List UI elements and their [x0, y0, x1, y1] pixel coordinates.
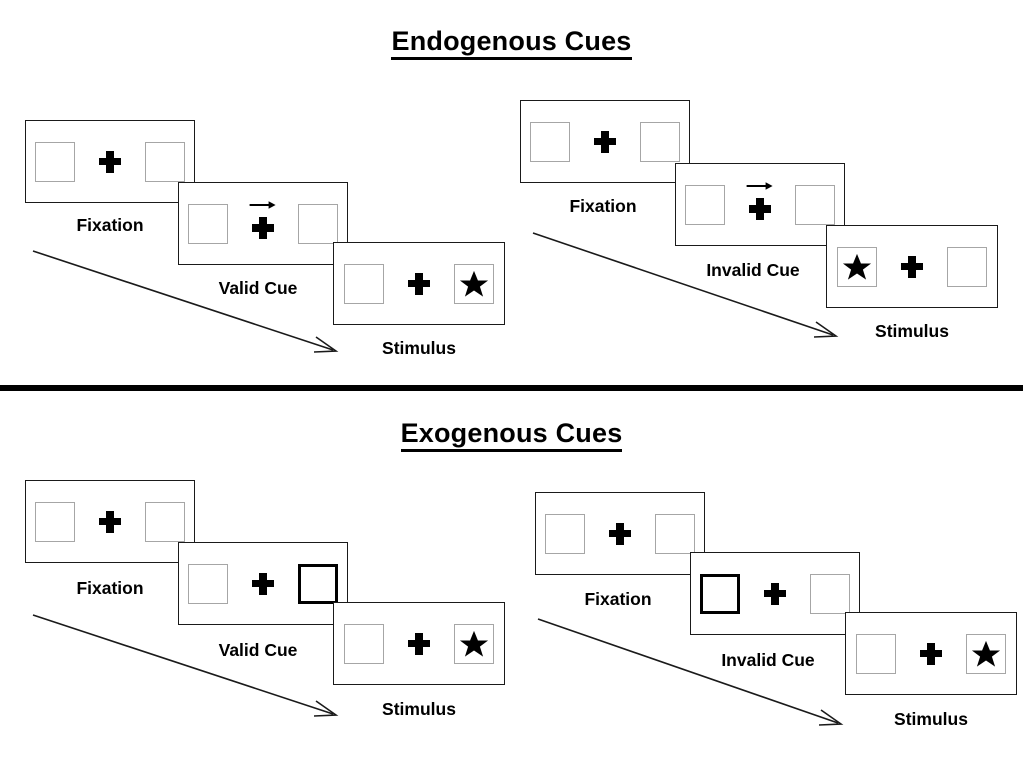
panel-label-stimulus: Stimulus: [382, 338, 456, 358]
trial-panel-fixation[interactable]: [25, 480, 195, 563]
fixation-cross-wrap: [895, 244, 929, 290]
time-arrow-icon-exogenous-valid: [32, 614, 339, 717]
stimulus-box-right: [655, 513, 695, 554]
panel-label-fixation: Fixation: [584, 589, 652, 609]
trial-panel-invalid-cue[interactable]: [675, 163, 845, 246]
stimulus-box-right: [947, 246, 987, 287]
stimulus-box-right: [966, 633, 1006, 674]
stimulus-box-right: [145, 141, 185, 182]
panel-label-valid-cue: Valid Cue: [218, 278, 298, 298]
star-icon: [971, 640, 1001, 667]
section-title-text: Endogenous Cues: [391, 26, 632, 60]
trial-panel-valid-cue[interactable]: [178, 182, 348, 265]
time-arrow-icon-endogenous-valid: [32, 250, 339, 353]
fixation-cross-wrap: [93, 139, 127, 185]
fixation-cross-wrap: [246, 200, 280, 247]
plus-cross-icon: [764, 582, 786, 605]
stimulus-box-left: [188, 563, 228, 604]
star-icon: [842, 253, 872, 280]
panel-label-stimulus: Stimulus: [894, 709, 968, 729]
trial-panel-fixation[interactable]: [520, 100, 690, 183]
plus-cross-icon: [252, 572, 274, 595]
section-title-exogenous: Exogenous Cues: [0, 418, 1023, 452]
plus-cross-icon: [99, 150, 121, 173]
stimulus-box-left: [188, 203, 228, 244]
stimulus-box-left: [344, 623, 384, 664]
panel-label-fixation: Fixation: [76, 215, 144, 235]
fixation-cross-wrap: [743, 181, 777, 228]
stimulus-box-right: [810, 573, 850, 614]
stimulus-box-right: [454, 623, 494, 664]
stimulus-box-left: [530, 121, 570, 162]
trial-panel-valid-cue[interactable]: [178, 542, 348, 625]
trial-panel-stimulus[interactable]: [333, 242, 505, 325]
stimulus-box-right: [640, 121, 680, 162]
star-icon: [459, 630, 489, 657]
section-exogenous: Exogenous Cues Fixation: [0, 392, 1023, 767]
trial-panel-fixation[interactable]: [535, 492, 705, 575]
stimulus-box-left-cued: [700, 573, 740, 614]
fixation-cross-wrap: [603, 511, 637, 557]
time-arrow-icon-endogenous-invalid: [532, 232, 839, 338]
fixation-cross-wrap: [402, 621, 436, 667]
stimulus-box-left: [856, 633, 896, 674]
stimulus-box-left: [837, 246, 877, 287]
stimulus-box-right: [298, 203, 338, 244]
time-arrow-icon-exogenous-invalid: [537, 618, 844, 726]
stimulus-box-right-cued: [298, 563, 338, 604]
panel-label-invalid-cue: Invalid Cue: [706, 260, 800, 280]
stimulus-box-left: [545, 513, 585, 554]
arrow-right-icon: [746, 181, 773, 190]
fixation-cross-wrap: [758, 571, 792, 617]
plus-cross-icon: [920, 642, 942, 665]
trial-panel-fixation[interactable]: [25, 120, 195, 203]
stimulus-box-left: [685, 184, 725, 225]
plus-cross-icon: [749, 198, 771, 220]
plus-cross-icon: [99, 510, 121, 533]
stimulus-box-left: [35, 141, 75, 182]
stimulus-box-right: [145, 501, 185, 542]
panel-label-fixation: Fixation: [76, 578, 144, 598]
star-icon: [459, 270, 489, 297]
section-title-endogenous: Endogenous Cues: [0, 26, 1023, 60]
fixation-cross-wrap: [588, 119, 622, 165]
stimulus-box-left: [35, 501, 75, 542]
plus-cross-icon: [594, 130, 616, 153]
plus-cross-icon: [408, 272, 430, 295]
panel-label-valid-cue: Valid Cue: [218, 640, 298, 660]
plus-cross-icon: [609, 522, 631, 545]
plus-cross-icon: [408, 632, 430, 655]
trial-panel-stimulus[interactable]: [333, 602, 505, 685]
stimulus-box-left: [344, 263, 384, 304]
stimulus-box-right: [795, 184, 835, 225]
panel-label-stimulus: Stimulus: [875, 321, 949, 341]
section-title-text: Exogenous Cues: [400, 418, 623, 452]
trial-panel-stimulus[interactable]: [845, 612, 1017, 695]
fixation-cross-wrap: [246, 561, 280, 607]
fixation-cross-wrap: [914, 631, 948, 677]
plus-cross-icon: [901, 255, 923, 278]
fixation-cross-wrap: [93, 499, 127, 545]
trial-panel-invalid-cue[interactable]: [690, 552, 860, 635]
panel-label-fixation: Fixation: [569, 196, 637, 216]
section-divider: [0, 385, 1023, 391]
arrow-right-icon: [249, 200, 276, 209]
fixation-cross-wrap: [402, 261, 436, 307]
trial-panel-stimulus[interactable]: [826, 225, 998, 308]
plus-cross-icon: [252, 217, 274, 239]
section-endogenous: Endogenous Cues Fixation: [0, 26, 1023, 358]
panel-label-stimulus: Stimulus: [382, 699, 456, 719]
panel-label-invalid-cue: Invalid Cue: [721, 650, 815, 670]
stimulus-box-right: [454, 263, 494, 304]
